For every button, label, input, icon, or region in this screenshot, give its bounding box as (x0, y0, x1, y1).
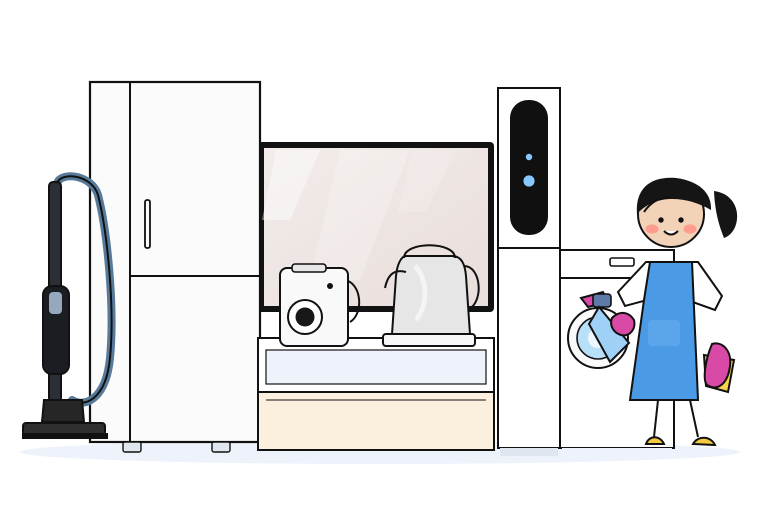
vacuum-cleaner-icon (22, 172, 116, 439)
refrigerator-icon (88, 80, 262, 453)
person-icon (579, 177, 738, 447)
electric-kettle-icon (382, 244, 480, 347)
air-purifier-icon (497, 87, 561, 456)
coffee-maker-icon (279, 263, 361, 347)
tv-stand-icon (257, 337, 495, 451)
